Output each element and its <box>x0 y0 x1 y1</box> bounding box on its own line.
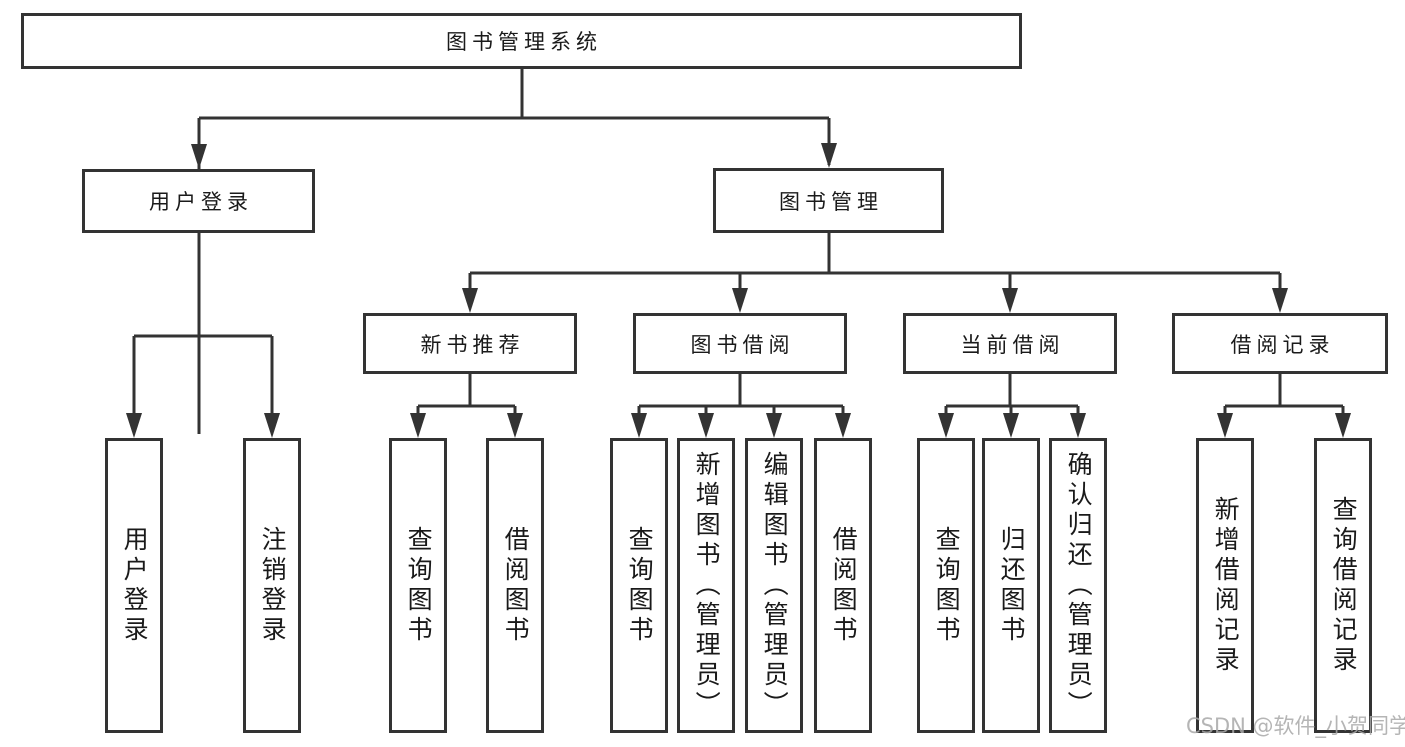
connector-current-branch <box>938 374 1086 438</box>
leaf-label: 查询图书 <box>404 525 434 646</box>
leaf-label: 编辑图书（管理员） <box>760 450 790 721</box>
connector-records-branch <box>1217 374 1351 438</box>
node-label: 新书推荐 <box>420 332 525 357</box>
leaf-return-books: 归还图书 <box>982 438 1040 733</box>
leaf-query-books: 查询图书 <box>917 438 975 733</box>
leaf-logout: 注销登录 <box>243 438 301 733</box>
node-label: 图书管理 <box>779 189 883 214</box>
csdn-watermark: CSDN @软件_小贺同学 <box>1186 714 1405 738</box>
connector-book-mgmt-to-level2 <box>462 233 1288 313</box>
leaf-borrow-books: 借阅图书 <box>814 438 872 733</box>
leaf-query-books: 查询图书 <box>610 438 668 733</box>
leaf-label: 查询借阅记录 <box>1329 495 1359 676</box>
node-label: 用户登录 <box>149 190 253 214</box>
node-book-borrowing: 图书借阅 <box>633 313 847 374</box>
leaf-label: 查询图书 <box>625 525 655 646</box>
node-label: 图书管理系统 <box>446 30 602 54</box>
leaf-label: 用户登录 <box>120 525 150 646</box>
node-label: 借阅记录 <box>1230 332 1335 357</box>
connector-root-to-level1 <box>191 69 837 434</box>
leaf-query-borrow-record: 查询借阅记录 <box>1314 438 1372 733</box>
leaf-label: 新增借阅记录 <box>1211 495 1241 676</box>
leaf-label: 查询图书 <box>932 525 962 646</box>
connector-user-login-branch <box>126 233 280 438</box>
leaf-add-borrow-record: 新增借阅记录 <box>1196 438 1254 733</box>
leaf-query-books: 查询图书 <box>389 438 447 733</box>
leaf-edit-books-admin: 编辑图书（管理员） <box>745 438 803 733</box>
leaf-confirm-return-admin: 确认归还（管理员） <box>1049 438 1107 733</box>
leaf-label: 借阅图书 <box>501 525 531 646</box>
node-current-borrowing: 当前借阅 <box>903 313 1117 374</box>
leaf-label: 新增图书（管理员） <box>692 450 722 721</box>
node-label: 图书借阅 <box>690 332 795 357</box>
connector-new-books-branch <box>410 374 523 438</box>
node-new-book-recommendation: 新书推荐 <box>363 313 577 374</box>
node-library-management-system: 图书管理系统 <box>21 13 1022 69</box>
leaf-label: 借阅图书 <box>829 525 859 646</box>
node-book-management: 图书管理 <box>713 168 944 233</box>
leaf-label: 注销登录 <box>258 525 288 646</box>
node-label: 当前借阅 <box>960 332 1065 357</box>
leaf-add-books-admin: 新增图书（管理员） <box>677 438 735 733</box>
connector-borrowing-branch <box>631 374 851 438</box>
node-borrowing-records: 借阅记录 <box>1172 313 1388 374</box>
leaf-label: 确认归还（管理员） <box>1064 450 1094 721</box>
leaf-label: 归还图书 <box>997 525 1027 646</box>
leaf-user-login: 用户登录 <box>105 438 163 733</box>
leaf-borrow-books: 借阅图书 <box>486 438 544 733</box>
node-user-login: 用户登录 <box>82 169 315 233</box>
